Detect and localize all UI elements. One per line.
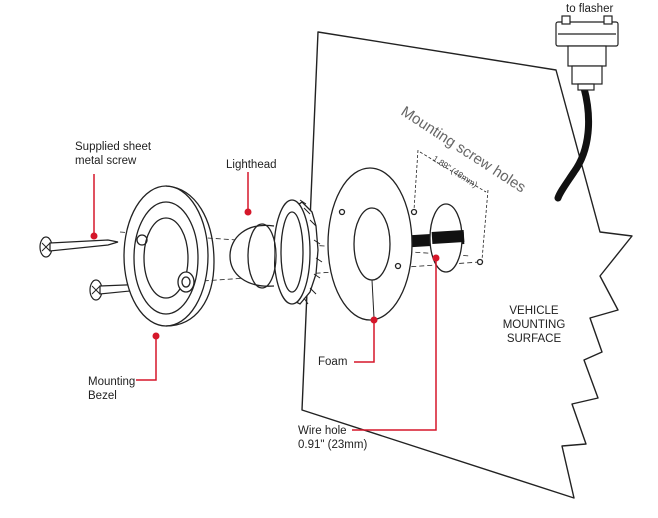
wire-hole-label: Wire hole 0.91" (23mm) xyxy=(298,424,367,452)
flasher-cable xyxy=(554,84,593,202)
bezel-label: Mounting Bezel xyxy=(88,375,135,403)
bezel-label-line2: Bezel xyxy=(88,390,117,402)
screw-label-line1: Supplied sheet xyxy=(75,141,152,153)
wire-hole xyxy=(410,203,484,273)
foam-label: Foam xyxy=(318,356,348,368)
vehicle-panel xyxy=(301,31,633,499)
wire-hole-label-line1: Wire hole xyxy=(298,425,347,437)
lighthead-icon xyxy=(229,199,323,305)
vehicle-surface-line1: VEHICLE xyxy=(509,305,559,317)
to-flasher-label: to flasher xyxy=(566,3,614,15)
bezel-label-line1: Mounting xyxy=(88,376,136,388)
connector-icon xyxy=(555,15,619,91)
vehicle-surface-line2: MOUNTING xyxy=(502,319,566,331)
vehicle-surface-line3: SURFACE xyxy=(506,333,562,345)
screw-label-line2: metal screw xyxy=(75,155,137,167)
bezel-icon xyxy=(123,185,215,327)
screw-icon xyxy=(39,236,119,258)
lighthead-label: Lighthead xyxy=(226,159,277,171)
spacing-dimension xyxy=(413,149,489,261)
foam-gasket-icon xyxy=(327,167,413,321)
leader-lines xyxy=(90,172,440,431)
wire-hole-label-line2: 0.91" (23mm) xyxy=(298,439,368,451)
screw-label: Supplied sheet metal screw xyxy=(75,140,151,168)
vehicle-surface-label: VEHICLE MOUNTING SURFACE xyxy=(486,304,582,346)
